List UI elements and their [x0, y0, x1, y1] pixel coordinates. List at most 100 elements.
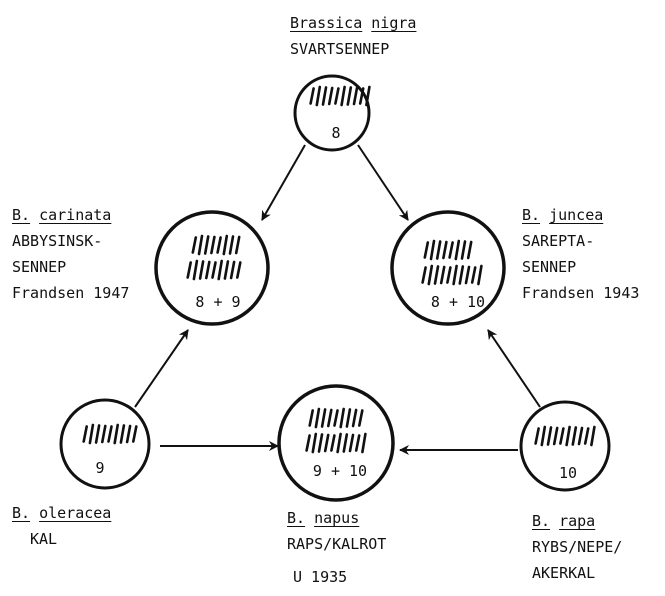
chromosome-mark: [333, 409, 339, 427]
chromosome-mark: [327, 86, 334, 106]
chromosome-mark: [351, 408, 358, 428]
count-carinata: 8 + 9: [195, 293, 240, 311]
species-nigra: nigra: [371, 14, 417, 32]
node-oleracea: 9: [59, 398, 151, 490]
chromosome-mark: [348, 433, 355, 453]
genus-nigra: Brassica: [290, 14, 363, 32]
common-juncea-2: Frandsen 1943: [522, 284, 640, 302]
genus-rapa: B.: [532, 512, 551, 530]
chromosome-mark: [236, 261, 242, 279]
common-carinata-0: ABBYSINSK-: [12, 232, 103, 250]
chromosome-mark: [101, 424, 107, 444]
species-oleracea: oleracea: [39, 504, 112, 522]
label-juncea: B. juncea SAREPTA- SENNEP Frandsen 1943: [522, 202, 639, 306]
chromosome-mark: [590, 425, 596, 447]
chromosome-mark: [205, 260, 211, 280]
chromosome-mark: [339, 407, 346, 429]
count-oleracea: 9: [95, 459, 104, 477]
chromosome-mark: [315, 85, 322, 107]
chromosome-mark: [234, 235, 241, 255]
chromosome-mark: [203, 235, 210, 255]
chromosome-mark: [346, 86, 353, 106]
arrow-rapa-to-juncea: [487, 329, 541, 408]
node-napus: 9 + 10: [277, 384, 395, 502]
genus-napus: B.: [287, 509, 306, 527]
chromosome-mark: [334, 87, 340, 105]
common-rapa-0: RYBS/NEPE/: [532, 538, 623, 556]
chromosome-mark: [229, 260, 236, 280]
common-juncea-1: SENNEP: [522, 258, 577, 276]
footer-text: U 1935: [293, 568, 348, 586]
common-rapa-1: AKERKAL: [532, 564, 596, 582]
count-juncea: 8 + 10: [431, 293, 485, 311]
chromosome-mark: [132, 425, 138, 443]
label-nigra: Brassica nigra SVARTSENNEP: [290, 10, 416, 62]
chromosome-mark: [305, 434, 311, 452]
chromosome-mark: [354, 434, 361, 452]
chromosome-mark: [358, 87, 365, 105]
chromosome-mark: [361, 432, 367, 454]
arrow-nigra-to-carinata: [261, 144, 306, 221]
arrow-nigra-to-juncea: [357, 144, 409, 221]
label-carinata: B. carinata ABBYSINSK- SENNEP Frandsen 1…: [12, 202, 129, 306]
chromosome-mark: [448, 241, 454, 259]
chromosome-mark: [571, 426, 578, 446]
chromosome-mark: [82, 425, 88, 443]
chromosome-mark: [534, 427, 540, 445]
chromosome-mark: [439, 265, 446, 285]
chromosome-mark: [433, 265, 440, 285]
chromosome-mark: [454, 239, 461, 261]
chromosome-mark: [460, 240, 467, 260]
species-carinata: carinata: [39, 206, 112, 224]
chromosome-mark: [223, 260, 230, 280]
chromosome-mark: [352, 86, 359, 106]
chromosome-mark: [197, 234, 204, 256]
count-nigra: 8: [331, 124, 340, 142]
count-napus: 9 + 10: [313, 462, 367, 480]
chromosome-mark: [477, 264, 483, 286]
chromosome-mark: [435, 240, 442, 260]
chromosome-mark: [583, 427, 590, 445]
common-napus-0: RAPS/KALROT: [287, 535, 387, 553]
chromosome-mark: [340, 85, 346, 107]
chromosome-mark: [452, 264, 458, 286]
chromosome-mark: [458, 265, 465, 285]
chromosome-mark: [198, 260, 205, 280]
chromosome-mark: [210, 235, 216, 255]
chromosome-mark: [427, 264, 434, 286]
chromosome-mark: [345, 408, 352, 428]
species-rapa: rapa: [559, 512, 596, 530]
species-napus: napus: [314, 509, 360, 527]
chromosome-mark: [577, 426, 584, 446]
chromosome-mark: [423, 241, 430, 259]
chromosome-mark: [211, 261, 217, 279]
chromosome-mark: [321, 86, 328, 106]
chromosome-mark: [446, 266, 452, 284]
common-oleracea-0: KAL: [30, 530, 58, 548]
chromosome-mark: [365, 85, 371, 107]
common-carinata-2: Frandsen 1947: [12, 284, 130, 302]
chromosome-mark: [330, 434, 336, 452]
chromosome-mark: [228, 235, 235, 255]
chromosome-mark: [442, 240, 448, 260]
chromosome-mark: [217, 259, 223, 281]
chromosome-mark: [191, 236, 198, 254]
chromosome-mark: [559, 427, 565, 445]
chromosome-mark: [546, 426, 553, 446]
chromosome-mark: [314, 407, 321, 429]
label-oleracea: B. oleracea KAL: [12, 500, 111, 552]
label-napus: B. napus RAPS/KALROT: [287, 505, 386, 557]
chromosome-mark: [113, 423, 119, 445]
chromosome-mark: [336, 432, 342, 454]
chromosome-mark: [320, 408, 327, 428]
chromosome-mark: [540, 425, 547, 447]
species-juncea: juncea: [549, 206, 604, 224]
chromosome-mark: [565, 425, 571, 447]
label-rapa: B. rapa RYBS/NEPE/ AKERKAL: [532, 508, 622, 586]
chromosome-mark: [323, 433, 330, 453]
chromosome-mark: [464, 265, 471, 285]
chromosome-mark: [222, 234, 229, 256]
chromosome-mark: [308, 409, 315, 427]
node-juncea: 8 + 10: [390, 210, 506, 326]
chromosome-mark: [186, 261, 192, 279]
